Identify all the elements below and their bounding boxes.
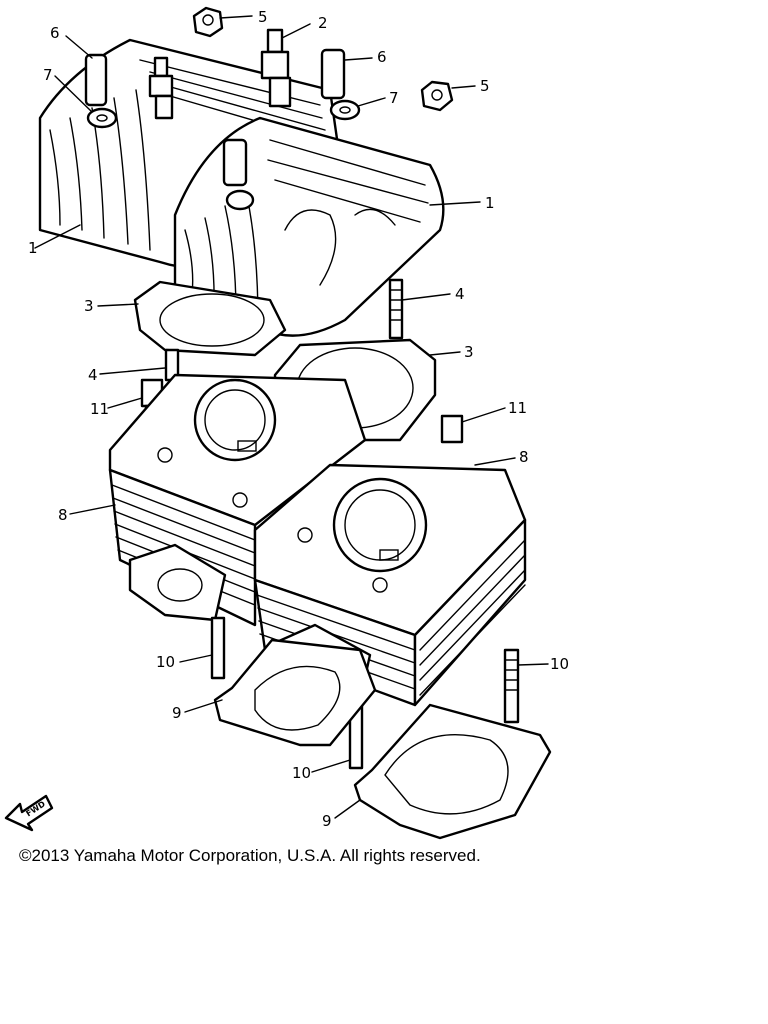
- callout-label: 10: [292, 764, 311, 782]
- washer-right: [329, 99, 361, 121]
- callout-label: 1: [28, 239, 38, 257]
- callout-label: 6: [377, 48, 387, 66]
- callout-label: 8: [58, 506, 68, 524]
- callout-label: 5: [258, 8, 268, 26]
- callout-label: 7: [43, 66, 53, 84]
- collar-center: [222, 138, 255, 211]
- callout-label: 6: [50, 24, 60, 42]
- head-gasket-left: [133, 280, 287, 357]
- leader-lines: [34, 15, 549, 819]
- callout-label: 10: [550, 655, 569, 673]
- callout-label: 3: [84, 297, 94, 315]
- stud-right-upper: [388, 278, 404, 340]
- stud-lower-left: [210, 616, 226, 680]
- callout-label: 7: [389, 89, 399, 107]
- fwd-arrow-icon: FWD: [4, 794, 54, 832]
- collar-left: [84, 53, 108, 107]
- cylinder-right: [253, 463, 527, 707]
- stud-lower-right: [503, 648, 520, 724]
- callout-labels: 5 2 6 6 7 7 5 1 1 3 4 4 3 11 11 8 8 10 1…: [28, 8, 569, 830]
- callout-label: 10: [156, 653, 175, 671]
- callout-label: 4: [88, 366, 98, 384]
- callout-label: 11: [90, 400, 109, 418]
- callout-label: 1: [485, 194, 495, 212]
- cylinder-left: [108, 373, 367, 627]
- callout-label: 11: [508, 399, 527, 417]
- base-gasket-left: [213, 638, 377, 747]
- collar-right: [320, 48, 346, 100]
- washer-left: [86, 107, 118, 129]
- nut-right: [420, 80, 454, 112]
- spark-plug-left: [148, 56, 174, 120]
- callout-label: 4: [455, 285, 465, 303]
- callout-label: 5: [480, 77, 490, 95]
- nut-top: [192, 6, 224, 38]
- base-gasket-right: [353, 703, 552, 840]
- spark-plug-right: [260, 28, 292, 108]
- callout-label: 2: [318, 14, 328, 32]
- bolt-right: [440, 414, 464, 444]
- engine-cylinder-exploded-diagram: 5 2 6 6 7 7 5 1 1 3 4 4 3 11 11 8 8 10 1…: [4, 6, 569, 840]
- callout-label: 3: [464, 343, 474, 361]
- callout-label: 9: [172, 704, 182, 722]
- callout-label: 9: [322, 812, 332, 830]
- copyright-notice: ©2013 Yamaha Motor Corporation, U.S.A. A…: [19, 846, 481, 865]
- callout-label: 8: [519, 448, 529, 466]
